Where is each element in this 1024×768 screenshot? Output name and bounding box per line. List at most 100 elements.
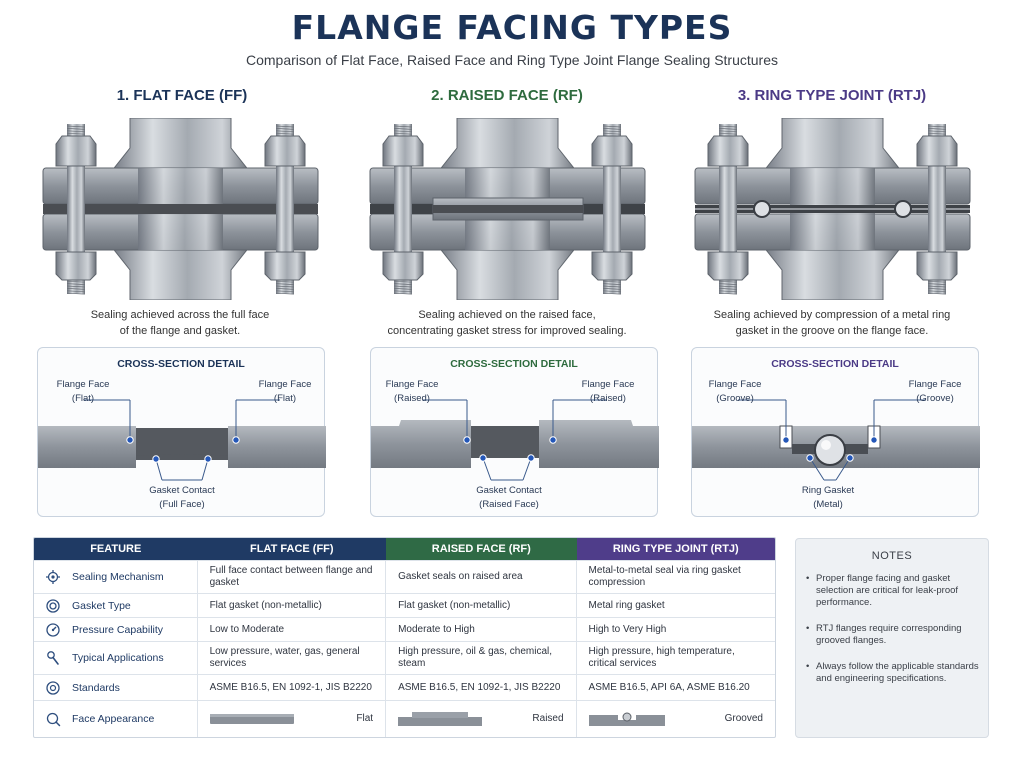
table-row: Typical Applications Low pressure, water… xyxy=(34,642,775,675)
cross-section-title: CROSS-SECTION DETAIL xyxy=(450,358,578,370)
grooved-face-profile-icon xyxy=(588,712,665,726)
table-header-row: FEATURE FLAT FACE (FF) RAISED FACE (RF) … xyxy=(34,538,775,561)
gasket-section xyxy=(136,428,228,456)
callout-dot xyxy=(527,454,535,462)
raised-face-profile-icon xyxy=(398,712,483,726)
wrench-icon xyxy=(44,649,62,667)
cross-section-title: CROSS-SECTION DETAIL xyxy=(117,358,245,370)
nut xyxy=(707,251,749,281)
table-row: Pressure Capability Low to Moderate Mode… xyxy=(34,618,775,642)
callout-bottom xyxy=(809,457,851,481)
nut xyxy=(707,135,749,167)
gear-icon xyxy=(44,568,62,586)
nut xyxy=(55,135,97,167)
cell-rtj: Metal-to-metal seal via ring gasket comp… xyxy=(588,565,741,588)
gauge-icon xyxy=(44,621,62,639)
flat-face-profile-icon xyxy=(209,714,294,724)
left-label: Flange Face (Raised) xyxy=(385,379,439,404)
cell-ff: Low to Moderate xyxy=(198,618,387,641)
ring-gasket-highlight xyxy=(821,440,831,450)
feature-label: Gasket Type xyxy=(72,599,131,612)
cell-rtj: High to Very High xyxy=(588,623,667,635)
notes-list: Proper flange facing and gasket selectio… xyxy=(806,573,982,699)
left-label: Flange Face (Flat) xyxy=(56,379,110,404)
callout-bottom xyxy=(155,458,209,481)
nut xyxy=(916,251,958,281)
ring-gasket-right xyxy=(894,200,912,218)
upper-hub xyxy=(109,118,252,173)
bottom-label: Gasket Contact (Raised Face) xyxy=(476,485,542,510)
cell-rf: High pressure, oil & gas, chemical, stea… xyxy=(386,642,577,674)
callout-dot xyxy=(232,436,240,444)
upper-hub xyxy=(761,118,904,173)
feature-label: Pressure Capability xyxy=(72,623,164,636)
nut xyxy=(264,135,306,167)
callout-dot xyxy=(549,436,557,444)
cell-rtj: Metal ring gasket xyxy=(588,599,665,611)
lower-hub xyxy=(109,245,252,300)
cell-rf: Flat gasket (non-metallic) xyxy=(386,594,577,617)
cell-ff: Low pressure, water, gas, general servic… xyxy=(198,642,387,674)
callout-dot xyxy=(204,455,212,463)
left-label: Flange Face (Groove) xyxy=(708,379,762,404)
ring-type-joint-flange-illustration xyxy=(694,118,971,300)
header-flat-face: FLAT FACE (FF) xyxy=(197,538,387,560)
table-row: Standards ASME B16.5, EN 1092-1, JIS B22… xyxy=(34,675,775,701)
cross-section-flat-face: CROSS-SECTION DETAIL Flange Face (Flat) … xyxy=(37,347,326,517)
table-row: Face Appearance Flat Raised Grooved xyxy=(34,701,775,737)
page-subtitle: Comparison of Flat Face, Raised Face and… xyxy=(245,52,778,68)
header-ring-type-joint: RING TYPE JOINT (RTJ) xyxy=(576,538,775,560)
callout-bottom xyxy=(482,457,532,481)
right-label: Flange Face (Groove) xyxy=(908,379,962,404)
caption-ring-type-joint: Sealing achieved by compression of a met… xyxy=(713,309,951,337)
eye-icon xyxy=(44,710,62,728)
table-row: Sealing Mechanism Full face contact betw… xyxy=(34,561,775,594)
lower-hub xyxy=(436,245,579,300)
callout-dot xyxy=(782,436,790,444)
ring-gasket-left xyxy=(753,200,771,218)
note-item: Always follow the applicable standards a… xyxy=(806,661,982,685)
ring-icon xyxy=(44,597,62,615)
heading-ring-type-joint: 3. RING TYPE JOINT (RTJ) xyxy=(737,87,927,104)
note-item: RTJ flanges require corresponding groove… xyxy=(806,623,982,647)
cross-section-ring-type-joint: CROSS-SECTION DETAIL Flange Face (Groove… xyxy=(691,347,980,517)
cell-ff: Full face contact between flange and gas… xyxy=(198,561,387,593)
right-label: Flange Face (Raised) xyxy=(581,379,635,404)
gasket-section xyxy=(471,426,539,458)
feature-label: Typical Applications xyxy=(72,652,164,664)
cell-ff: ASME B16.5, EN 1092-1, JIS B2220 xyxy=(198,675,387,700)
nut xyxy=(591,251,633,281)
ring-gasket xyxy=(814,434,846,466)
upper-hub xyxy=(436,118,579,173)
cell-rtj: High pressure, high temperature, critica… xyxy=(588,646,735,669)
left-flange-section xyxy=(38,426,136,468)
cell-rf: Moderate to High xyxy=(386,618,577,641)
feature-label: Standards xyxy=(72,681,120,694)
caption-raised-face: Sealing achieved on the raised face, con… xyxy=(387,309,627,337)
raised-face-flange-illustration xyxy=(369,118,646,300)
cell-rf: ASME B16.5, EN 1092-1, JIS B2220 xyxy=(386,675,577,700)
callout-dot xyxy=(479,454,487,462)
comparison-table: FEATURE FLAT FACE (FF) RAISED FACE (RF) … xyxy=(33,537,776,738)
callout-dot xyxy=(870,436,878,444)
nut xyxy=(591,135,633,167)
table-row: Gasket Type Flat gasket (non-metallic) F… xyxy=(34,594,775,618)
cell-rtj: Grooved xyxy=(724,713,763,724)
right-label: Flange Face (Flat) xyxy=(258,379,312,404)
standard-icon xyxy=(44,679,62,697)
nut xyxy=(382,251,424,281)
cell-rf: Raised xyxy=(532,713,564,724)
nut xyxy=(916,135,958,167)
nut xyxy=(264,251,306,281)
header-raised-face: RAISED FACE (RF) xyxy=(386,538,577,560)
page-title: FLANGE FACING TYPES xyxy=(291,8,733,47)
note-item: Proper flange facing and gasket selectio… xyxy=(806,573,982,609)
flat-face-flange-illustration xyxy=(42,118,319,300)
left-flange-section xyxy=(371,420,471,468)
cross-section-drawing xyxy=(371,399,659,481)
callout-dot xyxy=(463,436,471,444)
cell-rtj: ASME B16.5, API 6A, ASME B16.20 xyxy=(588,681,750,693)
cross-section-drawing xyxy=(38,399,326,481)
cell-rf: Gasket seals on raised area xyxy=(386,561,577,593)
callout-dot xyxy=(806,454,814,462)
